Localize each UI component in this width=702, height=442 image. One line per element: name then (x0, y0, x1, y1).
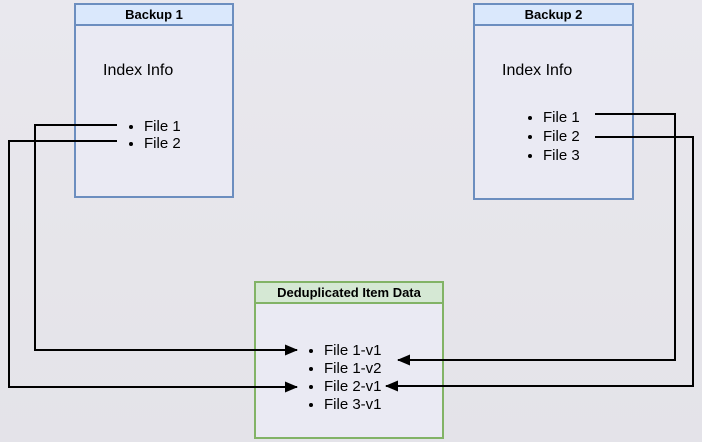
backup1-index-info-label: Index Info (103, 62, 174, 79)
backup1-file-list: File 1 File 2 (76, 118, 181, 152)
list-item: File 2 (144, 135, 181, 152)
list-item: File 3-v1 (324, 396, 382, 414)
backup1-box: Backup 1 Index Info File 1 File 2 (74, 3, 234, 198)
dedup-file-list: File 1-v1 File 1-v2 File 2-v1 File 3-v1 (256, 342, 382, 414)
backup2-file-list: File 1 File 2 File 3 (475, 108, 580, 165)
list-item: File 1-v1 (324, 342, 382, 360)
list-item: File 1-v2 (324, 360, 382, 378)
list-item: File 2-v1 (324, 378, 382, 396)
list-item: File 1 (144, 118, 181, 135)
list-item: File 2 (543, 127, 580, 146)
backup2-index-info-label: Index Info (502, 62, 573, 79)
dedup-box: Deduplicated Item Data File 1-v1 File 1-… (254, 281, 444, 439)
dedup-title: Deduplicated Item Data (256, 283, 442, 304)
backup2-box: Backup 2 Index Info File 1 File 2 File 3 (473, 3, 634, 200)
list-item: File 3 (543, 146, 580, 165)
backup1-title: Backup 1 (76, 5, 232, 26)
backup2-title: Backup 2 (475, 5, 632, 26)
list-item: File 1 (543, 108, 580, 127)
